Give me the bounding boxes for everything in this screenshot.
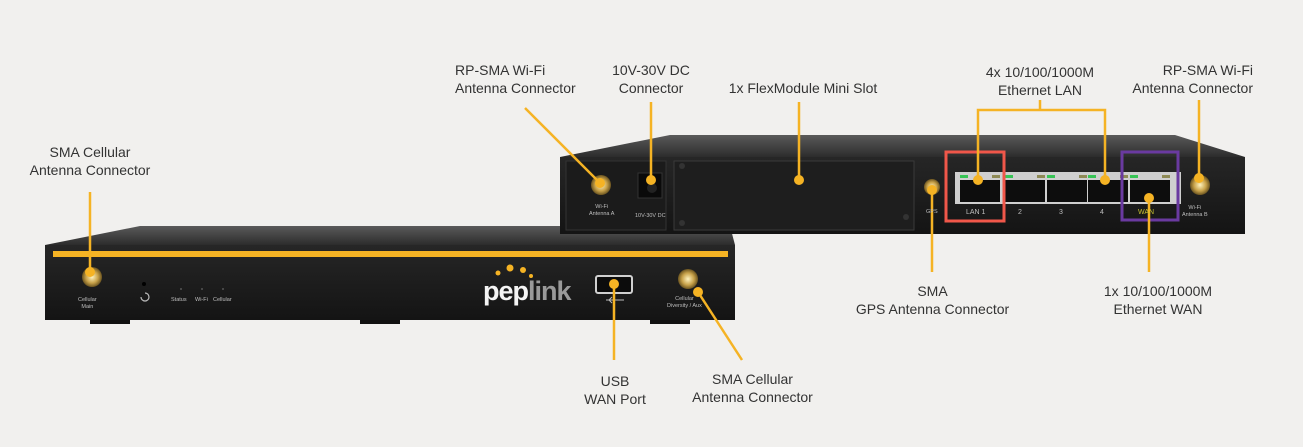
label-wifi-antenna-b: Wi-Fi Antenna B: [1182, 205, 1208, 218]
label-lan3: 3: [1059, 209, 1063, 216]
flexmodule-slot: [673, 160, 915, 231]
callout-line: WAN Port: [584, 391, 646, 407]
callout-sma-gps: SMA GPS Antenna Connector: [845, 282, 1020, 318]
logo-dot: [506, 264, 514, 272]
back-chassis-top: [560, 135, 1245, 157]
callout-ethernet-wan: 1x 10/100/1000M Ethernet WAN: [1098, 282, 1218, 318]
ethernet-wan-port: [1130, 175, 1170, 202]
leader-wifi-a: [524, 107, 601, 184]
cellular-led: [222, 288, 224, 290]
callout-ethernet-lan: 4x 10/100/1000M Ethernet LAN: [975, 63, 1105, 99]
callout-line: 1x 10/100/1000M: [1103, 283, 1213, 299]
logo-dot: [520, 267, 526, 273]
ethernet-lan4-port: [1088, 175, 1128, 202]
callout-line: RP-SMA Wi-Fi: [455, 62, 546, 78]
callout-line: Antenna Connector: [692, 389, 813, 405]
callout-line: Connector: [618, 80, 684, 96]
leader-lan-bracket: [976, 108, 1107, 180]
callout-line: USB: [600, 373, 630, 389]
status-led: [180, 288, 182, 290]
label-wifi: Wi-Fi: [195, 297, 208, 303]
leader-cellular-aux: [696, 291, 744, 361]
label-wan: WAN: [1138, 209, 1155, 216]
callout-line: 10V-30V DC: [612, 62, 690, 78]
label-dc: 10V-30V DC: [635, 213, 666, 219]
callout-usb-wan: USB WAN Port: [565, 372, 665, 408]
label-lan2: 2: [1018, 209, 1022, 216]
ethernet-lan2-port: [1005, 175, 1045, 202]
callout-line: Ethernet LAN: [997, 82, 1083, 98]
logo-text-link: link: [528, 276, 572, 306]
callout-line: Antenna Connector: [29, 162, 151, 178]
label-cellular-main: Cellular Main: [78, 297, 97, 310]
callout-line: SMA Cellular: [49, 144, 131, 160]
logo-dot: [495, 270, 501, 276]
callout-line: SMA Cellular: [712, 371, 793, 387]
callout-line: GPS Antenna Connector: [855, 301, 1010, 317]
front-accent-stripe: [53, 251, 728, 257]
callout-dc-connector: 10V-30V DC Connector: [603, 61, 699, 97]
label-lan4: 4: [1100, 209, 1104, 216]
label-lan1: LAN 1: [966, 209, 986, 216]
callout-line: 1x FlexModule Mini Slot: [728, 80, 878, 96]
logo-text-pep: pep: [483, 276, 529, 306]
callout-line: Antenna Connector: [1132, 80, 1253, 96]
lan1-highlight-box: [944, 150, 1006, 223]
reset-icon: [140, 292, 150, 302]
reset-hole: [142, 282, 146, 286]
ethernet-lan3-port: [1047, 175, 1087, 202]
callout-line: RP-SMA Wi-Fi: [1162, 62, 1253, 78]
callout-line: 4x 10/100/1000M: [985, 64, 1095, 80]
callout-flexmodule: 1x FlexModule Mini Slot: [718, 79, 888, 97]
label-gps: GPS: [926, 209, 938, 215]
ethernet-lan1-port: [960, 175, 1000, 202]
cellular-aux-connector: [678, 269, 698, 289]
wifi-led: [201, 288, 203, 290]
label-cellular-diversity: Cellular Diversity / Aux: [667, 296, 702, 309]
label-cellular: Cellular: [213, 297, 232, 303]
callout-line: Antenna Connector: [455, 80, 576, 96]
label-status: Status: [171, 297, 187, 303]
callout-line: Ethernet WAN: [1113, 301, 1203, 317]
label-wifi-antenna-a: Wi-Fi Antenna A: [589, 204, 615, 217]
peplink-logo: peplink: [483, 276, 572, 307]
callout-line: SMA: [917, 283, 948, 299]
logo-dot: [529, 274, 533, 278]
